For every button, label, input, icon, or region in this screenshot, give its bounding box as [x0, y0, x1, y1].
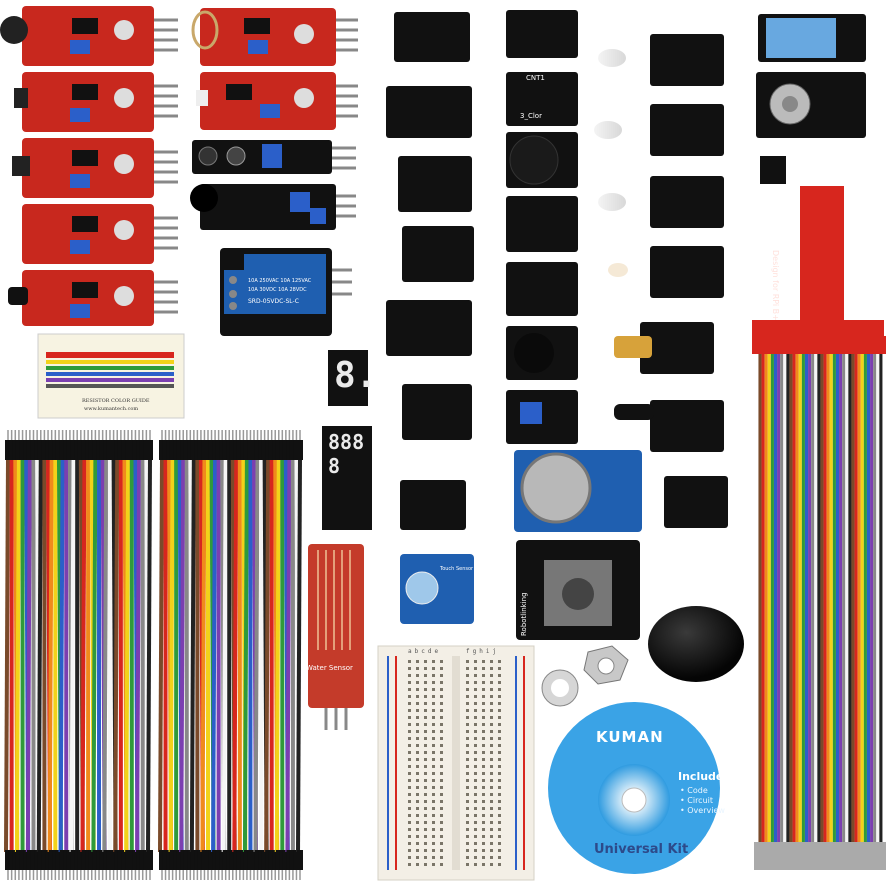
water-sensor-label: Water Sensor	[306, 664, 353, 672]
joystick-module	[516, 540, 640, 640]
red-module-6	[191, 8, 358, 66]
joystick-label: Robotlinking	[520, 592, 528, 636]
seven-seg-quad-text: 8888	[328, 430, 365, 478]
red-module-5	[8, 270, 178, 326]
red-sensor-modules-left	[0, 6, 178, 326]
seven-segment-quad	[322, 426, 372, 530]
cd-brand: KUMAN	[596, 728, 664, 746]
line-track-module	[190, 184, 356, 230]
seven-seg-single-text: 8.	[334, 355, 378, 396]
nut-and-washer	[541, 645, 629, 707]
black-modules-col-b	[506, 10, 578, 444]
cd-include-heading: Include	[678, 770, 724, 783]
gas-sensor	[514, 450, 642, 532]
rpi-label: Design for RPi B+	[771, 250, 780, 321]
relay-label-3: 10A 30VDC 10A 28VDC	[248, 287, 307, 293]
joystick-cap	[648, 606, 744, 682]
relay-label-2: 10A 250VAC 10A 125VAC	[248, 278, 312, 284]
ribbon-cable	[758, 354, 883, 842]
rgb-label: 3_Clor	[520, 112, 542, 120]
red-module-7	[196, 72, 358, 130]
rpi-t-cobbler	[752, 186, 886, 354]
touch-sensor	[400, 554, 474, 624]
seven-segment-single	[328, 350, 368, 406]
jumper-wires-left	[4, 430, 153, 880]
water-sensor	[308, 544, 364, 730]
resistor-card-url: www.kumantech.com	[84, 406, 139, 412]
ic-chip	[760, 156, 786, 184]
ribbon-connector-bottom	[754, 842, 886, 870]
ir-obstacle-module	[192, 140, 356, 174]
red-module-4	[22, 204, 178, 264]
red-module-3	[12, 138, 178, 198]
relay-module	[220, 248, 352, 336]
cd-title: Universal Kit	[594, 842, 689, 857]
cd-include-item-1: • Code	[680, 786, 708, 795]
resistor-color-card	[37, 333, 185, 419]
cd-include-item-3: • Overview	[680, 806, 725, 815]
jumper-wires-mid	[158, 430, 303, 880]
red-sensor-modules-mid	[190, 8, 358, 230]
black-modules-col-c	[640, 34, 728, 528]
breadboard-cols-right: fghij	[466, 648, 500, 655]
breadboard-cols-left: abcde	[408, 648, 442, 655]
led-components	[594, 49, 654, 420]
rotary-encoder	[756, 72, 866, 138]
cnt-label: CNT1	[526, 74, 545, 82]
cd-include-item-2: • Circuit	[680, 796, 714, 805]
breadboard	[377, 645, 535, 881]
dht-sensor	[758, 14, 866, 62]
relay-label-1: SRD-05VDC-SL-C	[248, 298, 299, 305]
touch-label: Touch Sensor	[440, 566, 474, 572]
resistor-card-label: RESISTOR COLOR GUIDE	[82, 398, 150, 404]
software-cd	[548, 702, 720, 874]
black-modules-col-a	[386, 12, 474, 530]
red-module-2	[14, 72, 178, 132]
red-module-1	[0, 6, 178, 66]
